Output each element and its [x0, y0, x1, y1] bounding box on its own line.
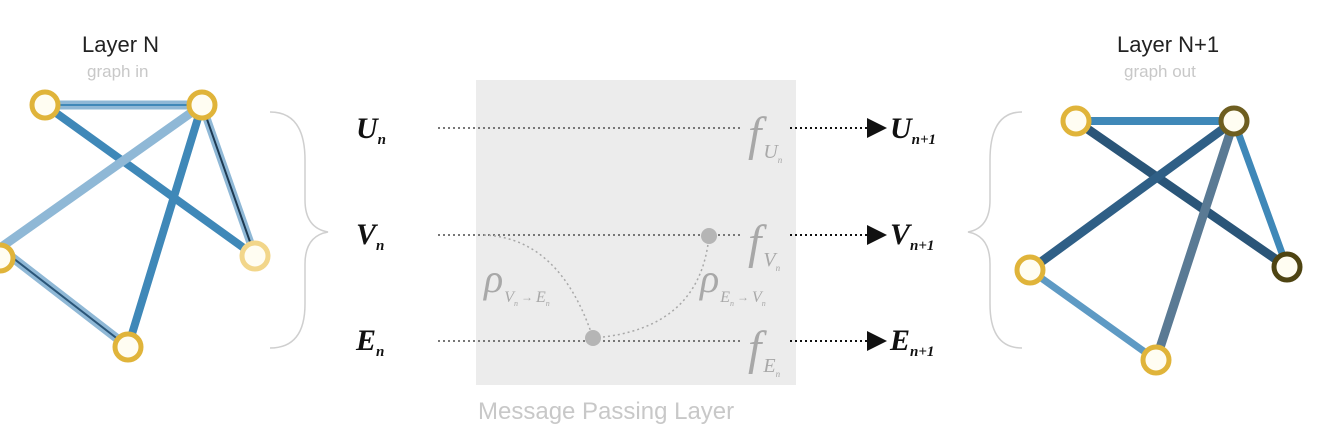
edge: [201, 104, 256, 257]
output-u-label: Un+1: [890, 112, 936, 148]
graph-node: [1060, 105, 1092, 137]
left-graph-nodes: [0, 89, 271, 363]
graph-node: [29, 89, 61, 121]
graph-node: [1271, 251, 1303, 283]
pool-curve-v-to-e: [483, 234, 594, 339]
graph-node: [112, 331, 144, 363]
right-graph-subtitle: graph out: [1124, 62, 1196, 81]
edge: [0, 100, 207, 253]
right-graph-edges: [1025, 116, 1292, 365]
right-graph-nodes: [1014, 105, 1303, 376]
left-graph-edges: [0, 100, 259, 352]
graph-node: [239, 240, 271, 272]
left-brace: [269, 111, 329, 349]
pool-node-e: [585, 330, 601, 346]
flow-lines: [438, 118, 887, 351]
left-graph-title: Layer N: [82, 32, 160, 57]
right-graph: [1014, 105, 1303, 376]
pool-function-v-to-e: ρVn→En: [482, 256, 550, 308]
right-brace: [967, 111, 1023, 349]
input-v-label: Vn: [356, 218, 384, 254]
edge: [124, 101, 206, 351]
graph-node: [1140, 344, 1172, 376]
edge: [1026, 266, 1160, 364]
edge: [1071, 116, 1292, 272]
edge: [1025, 116, 1239, 275]
edge: [41, 101, 259, 260]
graph-node: [1014, 254, 1046, 286]
edge: [1151, 116, 1239, 365]
graph-node: [186, 89, 218, 121]
pool-function-e-to-v: ρEn→Vn: [698, 256, 766, 308]
output-v-label: Vn+1: [890, 218, 934, 254]
input-labels: Un Vn En: [355, 112, 386, 360]
graph-node: [1218, 105, 1250, 137]
message-passing-caption: Message Passing Layer: [478, 398, 735, 425]
edge: [0, 247, 129, 348]
message-passing-panel: [476, 80, 796, 385]
pooling-functions: ρVn→En ρEn→Vn: [482, 256, 766, 308]
input-u-label: Un: [356, 112, 386, 148]
left-graph: [0, 89, 271, 363]
output-labels: Un+1 Vn+1 En+1: [889, 112, 936, 360]
graph-node: [0, 242, 16, 274]
pool-curve-e-to-v: [592, 235, 710, 339]
output-e-label: En+1: [889, 324, 934, 360]
edge: [1230, 117, 1291, 271]
input-e-label: En: [355, 324, 384, 360]
pool-node-v: [701, 228, 717, 244]
right-graph-title: Layer N+1: [1117, 32, 1220, 57]
left-graph-subtitle: graph in: [87, 62, 149, 81]
